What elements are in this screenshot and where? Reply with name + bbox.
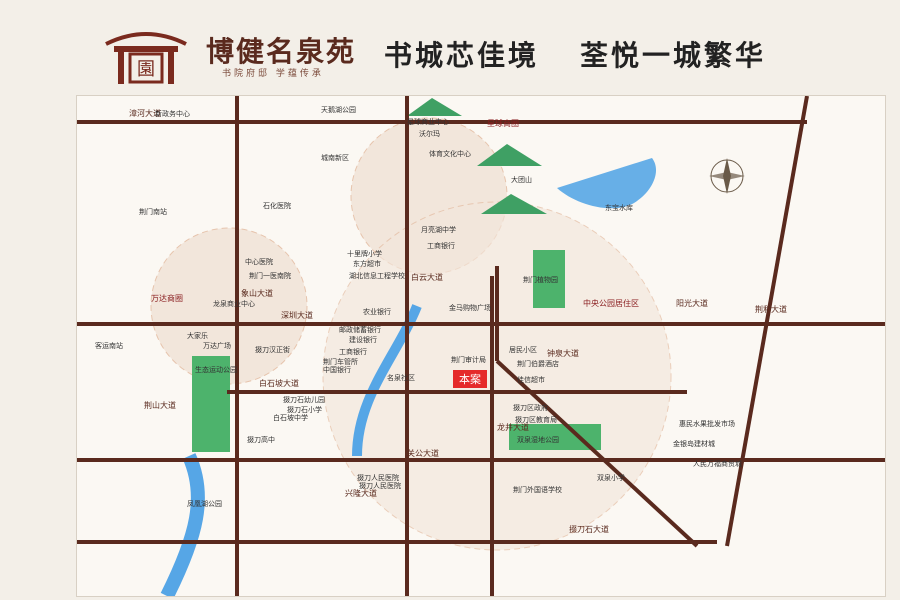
place-shuangquanxx: 双泉小学 <box>597 473 625 482</box>
road-jinghe: 荆和大道 <box>755 304 787 314</box>
place-xiaoxue: 掇刀石小学 <box>287 405 322 414</box>
place-gaozhong: 掇刀高中 <box>247 435 275 444</box>
pavilion-seal-icon: 園 <box>105 32 187 84</box>
mountain-3 <box>481 194 547 214</box>
slogan-left: 书城芯佳境 <box>384 39 540 72</box>
road-zhanghe: 漳河大道 <box>129 108 161 118</box>
slogan-right: 荃悦一城繁华 <box>580 39 767 72</box>
road-pandao: 掇刀石大道 <box>569 524 609 534</box>
place-huimin: 惠民水果批发市场 <box>679 419 735 428</box>
road-yangguang: 阳光大道 <box>676 298 708 308</box>
road-shenzhen: 深圳大道 <box>281 310 313 320</box>
road-xiangshan: 象山大道 <box>241 288 273 298</box>
place-jiaxin: 佳信超市 <box>517 375 545 384</box>
place-shengtai: 生态运动公园 <box>195 365 237 374</box>
reservoir <box>557 158 657 209</box>
project-marker-box <box>453 370 487 388</box>
place-jingmen-bdjd: 荆门伯爵酒店 <box>517 359 559 368</box>
road-guangong: 关公大道 <box>407 448 439 458</box>
place-jingmen-sfj: 荆门审计局 <box>451 355 486 364</box>
place-hanzheng: 掇刀汉正街 <box>255 345 290 354</box>
place-fenghuang: 凤凰湖公园 <box>187 499 222 508</box>
place-gongshang2: 工商银行 <box>339 347 367 356</box>
road-baishipo: 白石坡大道 <box>259 378 299 388</box>
place-juminqu: 居民小区 <box>509 345 537 354</box>
place-jianshe: 建设银行 <box>349 335 377 344</box>
place-kechengzhan: 客运南站 <box>95 341 123 350</box>
road-xinglong: 兴隆大道 <box>345 488 377 498</box>
map[interactable]: 本案 漳河大道 象山大道 荆山大道 深圳大道 白石坡大道 关公大道 白云大道 兴… <box>76 95 886 597</box>
place-yueliang: 月亮湖中学 <box>421 225 456 234</box>
place-duodao-rmyy: 掇刀人民医院 <box>357 473 399 482</box>
place-zhongguo: 中国银行 <box>323 365 351 374</box>
compass-rose-icon <box>709 158 745 194</box>
place-datuan: 大团山 <box>511 175 532 184</box>
place-shuangquan: 双泉湿地公园 <box>517 435 559 444</box>
place-mingquan-sq: 名泉社区 <box>387 373 415 382</box>
place-hubei-xinxi: 湖北信息工程学校 <box>349 271 405 280</box>
brand-title: 博健名泉苑 <box>206 35 357 68</box>
place-youzheng: 邮政储蓄银行 <box>339 325 381 334</box>
seal-char: 園 <box>137 59 155 80</box>
marker-xingqiu: 星球商圈 <box>487 118 519 128</box>
brand-subtitle: 书院府邸 学蕴传承 <box>222 69 324 79</box>
place-renmin: 人民万福商贸城 <box>693 459 742 468</box>
place-labels: 天鹅湖公园 星球商业中心 沃尔玛 体育文化中心 城南新区 大团山 东宝水库 荆门… <box>95 105 742 508</box>
place-dongfang-cs: 东方超市 <box>353 259 381 268</box>
place-zhiwuyuan: 荆门植物园 <box>523 275 558 284</box>
place-renmin-yy: 掇刀人民医院 <box>359 481 401 490</box>
place-dajia: 大家乐 <box>187 331 208 340</box>
place-chengbei: 城南新区 <box>321 153 349 162</box>
place-xingqiu-center: 星球商业中心 <box>407 117 449 126</box>
place-gongshang: 工商银行 <box>427 241 455 250</box>
marker-gov: 新政务中心 <box>155 109 190 118</box>
place-yiyuan: 荆门一医南院 <box>249 271 291 280</box>
place-baishi: 白石坡中学 <box>273 413 308 422</box>
road-zhonghua: 钟泉大道 <box>547 348 579 358</box>
place-nanzhan: 荆门南站 <box>139 207 167 216</box>
place-jinmagouwu: 金马购物广场 <box>449 303 491 312</box>
place-shihua: 石化医院 <box>263 201 291 210</box>
place-youeryuan: 掇刀石幼儿园 <box>283 395 325 404</box>
park-zhiwuyuan <box>533 250 565 308</box>
road-jingshan: 荆山大道 <box>144 400 176 410</box>
roads <box>77 96 885 596</box>
mountain-1 <box>407 98 462 116</box>
place-dongbao: 东宝水库 <box>605 203 633 212</box>
park-shengtai <box>192 356 230 452</box>
mountain-2 <box>477 144 542 166</box>
header: 園 博健名泉苑 书院府邸 学蕴传承 书城芯佳境 荃悦一城繁华 <box>0 0 900 95</box>
river-fenghuang <box>160 453 205 596</box>
place-jinyin: 金银岛建材城 <box>673 439 715 448</box>
marker-central-park: 中央公园居住区 <box>583 298 639 308</box>
place-zhongxin: 中心医院 <box>245 257 273 266</box>
place-jingmen-qzf: 掇刀区政府 <box>513 403 548 412</box>
place-nongye: 农业银行 <box>363 307 391 316</box>
place-tiane: 天鹅湖公园 <box>321 105 356 114</box>
road-baiyun: 白云大道 <box>411 272 443 282</box>
place-wanda-gc: 万达广场 <box>203 341 231 350</box>
road-longjing: 龙井大道 <box>497 422 529 432</box>
place-shilipu: 十里牌小学 <box>347 249 382 258</box>
place-chegs: 荆门车管所 <box>323 357 358 366</box>
place-tiyu: 体育文化中心 <box>429 149 471 158</box>
marker-wanda: 万达商圈 <box>151 293 183 303</box>
project-marker-label: 本案 <box>459 372 481 386</box>
place-longquan: 龙泉商业中心 <box>213 299 255 308</box>
place-jiaoyu: 掇刀区教育局 <box>515 415 557 424</box>
place-waiguoyu: 荆门外国语学校 <box>513 485 562 494</box>
project-zone <box>322 201 672 551</box>
place-woerma: 沃尔玛 <box>419 129 440 138</box>
